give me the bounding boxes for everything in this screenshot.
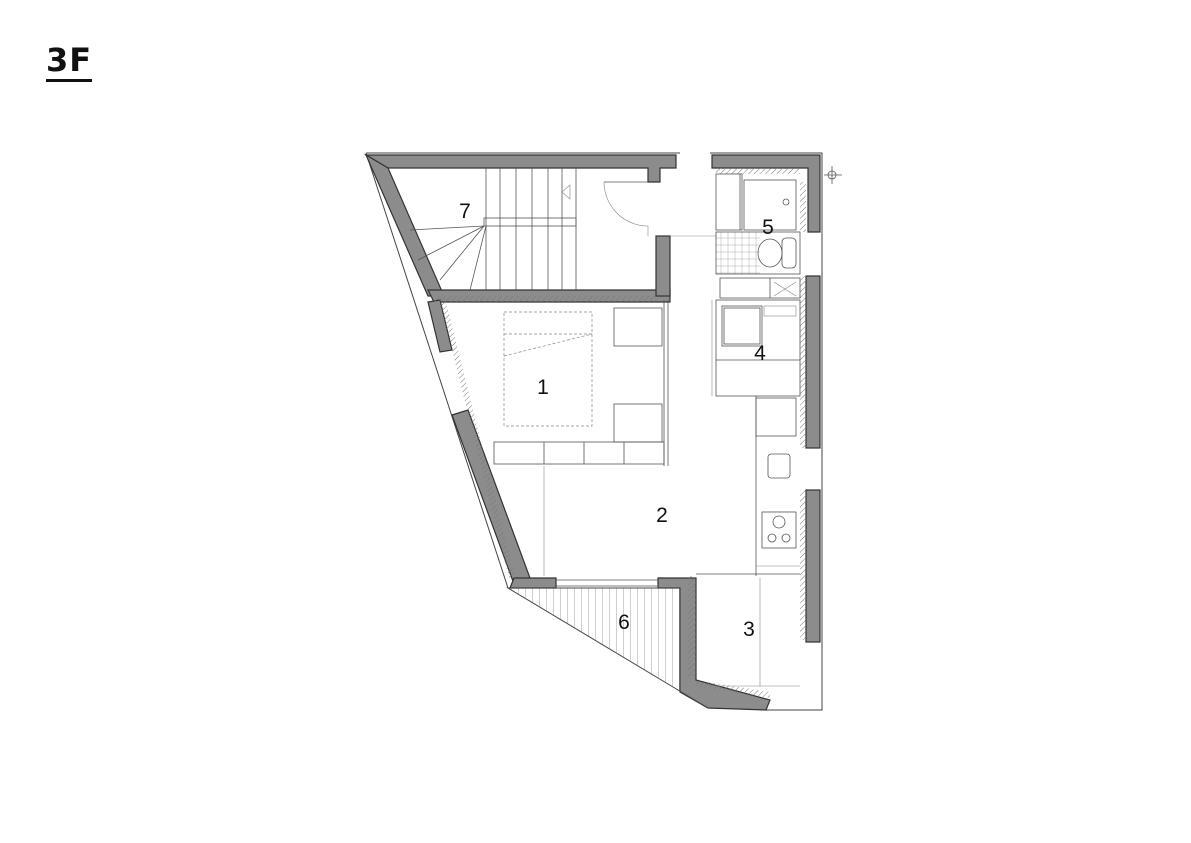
- balcony: [506, 587, 709, 709]
- floor-label: 3F: [46, 42, 93, 82]
- room-number-5: 5: [762, 216, 774, 239]
- room-number-7: 7: [459, 200, 471, 223]
- insulation-hatching: [434, 168, 806, 698]
- room-number-3: 3: [743, 618, 755, 641]
- room-number-1: 1: [537, 376, 549, 399]
- building-outline: [365, 152, 823, 711]
- room-number-2: 2: [656, 504, 668, 527]
- staircase: [409, 168, 716, 291]
- living-kitchen: [543, 396, 800, 587]
- room-number-4: 4: [754, 342, 766, 365]
- bedroom: [493, 300, 669, 466]
- bathroom: [715, 173, 801, 299]
- closet: [711, 299, 801, 397]
- survey-marker-icon: [824, 166, 842, 184]
- room-number-6: 6: [618, 611, 630, 634]
- room-3: [696, 573, 800, 687]
